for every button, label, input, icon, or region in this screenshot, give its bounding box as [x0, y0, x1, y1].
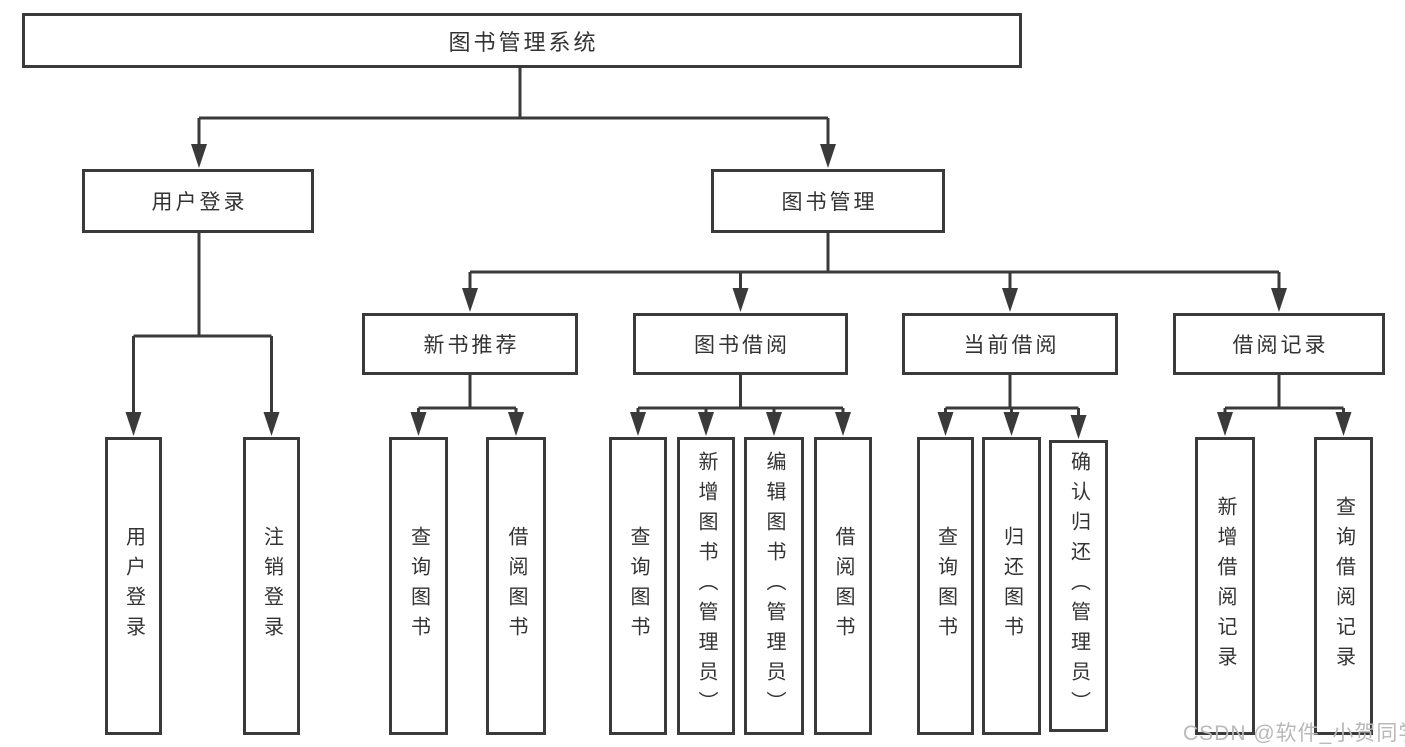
node-book-borrow-label: 图书借阅	[694, 334, 790, 357]
node-book-management-label: 图书管理	[781, 191, 878, 214]
node-borrow-records: 借阅记录	[1173, 313, 1385, 375]
leaf-borrow-query-books: 查询图书	[609, 437, 667, 735]
leaf-recommend-borrow-books: 借阅图书	[486, 437, 546, 735]
arrowhead-icon	[1217, 412, 1233, 436]
node-new-book-recommend-label: 新书推荐	[423, 334, 520, 357]
arrowhead-icon	[410, 412, 427, 436]
arrowhead-icon	[698, 412, 714, 436]
arrowhead-icon	[462, 288, 478, 312]
leaf-borrow-books-label: 借阅图书	[832, 526, 854, 646]
leaf-user-login: 用户登录	[105, 437, 162, 735]
watermark: CSDN @软件_小贺同学	[1183, 722, 1405, 745]
leaf-logout-login-label: 注销登录	[260, 526, 283, 646]
arrowhead-icon	[1335, 412, 1352, 436]
leaf-add-borrow-record-label: 新增借阅记录	[1214, 496, 1236, 676]
leaf-recommend-borrow-books-label: 借阅图书	[505, 526, 527, 646]
arrowhead-icon	[766, 412, 782, 436]
leaf-confirm-return-admin-label: 确认归还（管理员）	[1067, 451, 1090, 721]
node-root-label: 图书管理系统	[448, 29, 599, 55]
leaf-query-borrow-record: 查询借阅记录	[1314, 437, 1373, 735]
node-current-borrow-label: 当前借阅	[963, 334, 1060, 357]
leaf-confirm-return-admin: 确认归还（管理员）	[1049, 440, 1108, 732]
leaf-borrow-query-books-label: 查询图书	[627, 526, 649, 646]
node-current-borrow: 当前借阅	[902, 313, 1118, 375]
leaf-current-query-books: 查询图书	[917, 437, 974, 735]
node-book-management: 图书管理	[711, 169, 945, 233]
leaf-add-borrow-record: 新增借阅记录	[1195, 437, 1255, 735]
arrowhead-icon	[937, 412, 954, 436]
leaf-return-books-label: 归还图书	[1000, 526, 1023, 646]
arrowhead-icon	[732, 288, 749, 312]
leaf-user-login-label: 用户登录	[122, 526, 145, 646]
arrowhead-icon	[1002, 288, 1018, 312]
node-borrow-records-label: 借阅记录	[1232, 334, 1329, 357]
arrowhead-icon	[1003, 412, 1020, 436]
arrowhead-icon	[1070, 415, 1087, 439]
arrowhead-icon	[508, 412, 524, 436]
leaf-borrow-books: 借阅图书	[814, 437, 872, 735]
leaf-edit-book-admin-label: 编辑图书（管理员）	[763, 451, 785, 721]
arrowhead-icon	[125, 412, 142, 436]
arrowhead-icon	[835, 412, 851, 436]
node-root: 图书管理系统	[22, 13, 1022, 68]
leaf-query-borrow-record-label: 查询借阅记录	[1332, 496, 1355, 676]
leaf-logout-login: 注销登录	[243, 437, 300, 735]
leaf-add-book-admin-label: 新增图书（管理员）	[695, 451, 717, 721]
arrowhead-icon	[820, 144, 836, 168]
node-new-book-recommend: 新书推荐	[362, 313, 578, 375]
arrowhead-icon	[191, 144, 207, 168]
arrowhead-icon	[263, 412, 280, 436]
node-book-borrow: 图书借阅	[633, 313, 848, 375]
leaf-recommend-query-books-label: 查询图书	[407, 526, 430, 646]
leaf-return-books: 归还图书	[982, 437, 1041, 735]
node-user-login: 用户登录	[82, 169, 314, 233]
leaf-add-book-admin: 新增图书（管理员）	[677, 437, 735, 735]
node-user-login-label: 用户登录	[151, 191, 248, 214]
leaf-recommend-query-books: 查询图书	[389, 437, 448, 735]
leaf-edit-book-admin: 编辑图书（管理员）	[744, 437, 804, 735]
leaf-current-query-books-label: 查询图书	[934, 526, 957, 646]
arrowhead-icon	[1271, 288, 1287, 312]
arrowhead-icon	[630, 412, 646, 436]
